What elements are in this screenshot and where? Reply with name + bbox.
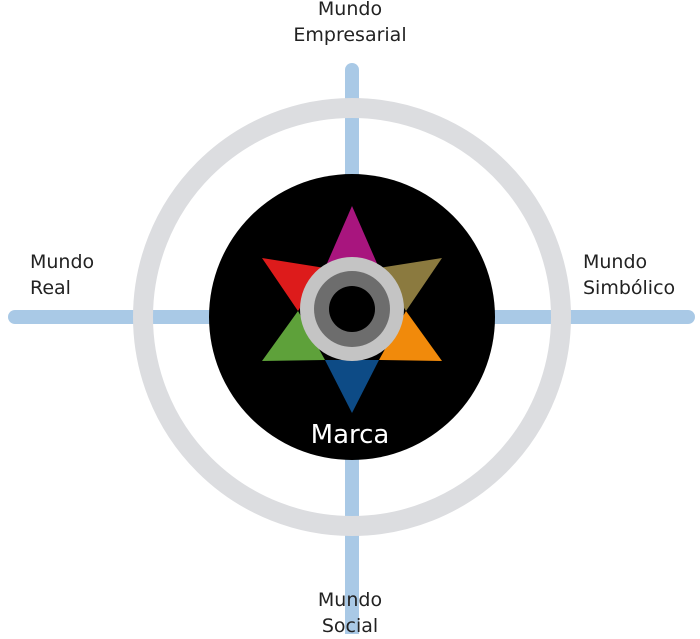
label-mundo-empresarial: Mundo Empresarial [250,0,450,48]
star-point-lower-left [262,311,325,361]
label-top-line-1: Mundo [317,0,383,20]
star-point-upper-left [262,258,325,311]
star-point-bottom [325,360,379,413]
label-bottom-line-2: Social [321,615,379,637]
label-bottom-line-1: Mundo [317,589,383,611]
label-mundo-simbolico: Mundo Simbólico [583,249,675,301]
label-right-line-1: Mundo [583,251,648,273]
label-right-line-2: Simbólico [583,277,676,299]
outer-ring [133,98,571,536]
star-point-lower-right [379,311,442,361]
star-point-top [325,206,379,268]
hub-inner-circle [329,286,375,332]
label-top-line-2: Empresarial [293,24,407,46]
center-label-marca: Marca [310,420,390,450]
label-mundo-social: Mundo Social [250,587,450,639]
label-left-line-2: Real [30,277,71,299]
label-mundo-real: Mundo Real [30,249,94,301]
label-left-line-1: Mundo [30,251,95,273]
star-point-upper-right [379,258,442,311]
